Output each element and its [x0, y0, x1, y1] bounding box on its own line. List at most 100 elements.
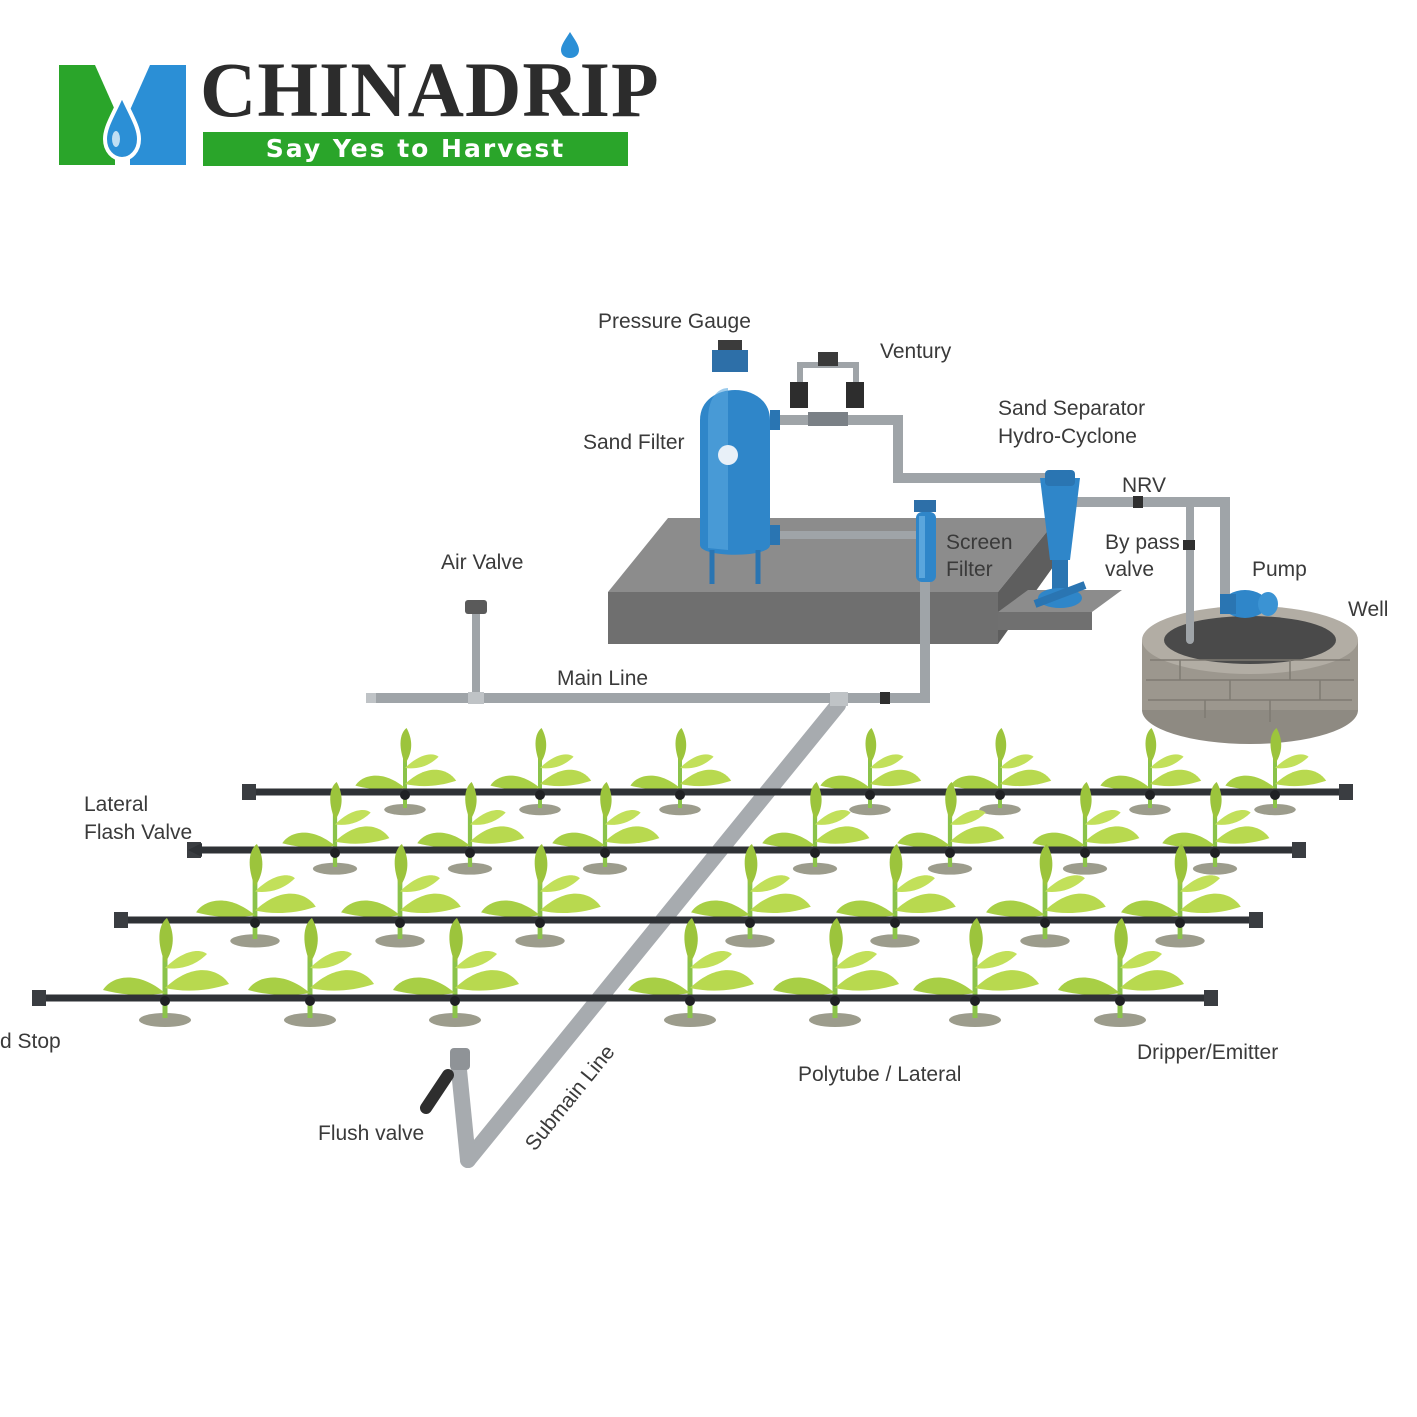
label-lateral: Lateral	[84, 793, 149, 816]
dripper-emitter	[250, 918, 260, 928]
label-dripper: Dripper/Emitter	[1137, 1041, 1279, 1064]
plant-icon	[481, 844, 601, 948]
plant-leaf	[1085, 826, 1140, 844]
label-ventury: Ventury	[880, 340, 952, 363]
plant-icon	[341, 844, 461, 948]
supply-pipes	[367, 415, 1230, 1168]
label-bypass-line1: By pass	[1105, 531, 1180, 554]
plant-leaf	[1174, 844, 1188, 887]
lateral-row	[242, 728, 1353, 816]
plant-leaf	[1275, 769, 1327, 787]
soil-patch	[809, 1013, 861, 1027]
plant-leaf	[628, 977, 690, 995]
plant-leaf	[810, 782, 822, 821]
plant-icon	[762, 782, 870, 875]
sand-filter-tank	[700, 340, 780, 584]
plant-leaf	[995, 728, 1007, 764]
dripper-emitter	[450, 996, 460, 1006]
dripper-emitter	[675, 790, 685, 800]
dripper-emitter	[945, 848, 955, 858]
plant-leaf	[490, 775, 540, 790]
plant-icon	[628, 918, 754, 1027]
plant-leaf	[335, 810, 371, 825]
dripper-emitter	[600, 848, 610, 858]
plant-leaf	[815, 810, 851, 825]
label-air-valve: Air Valve	[441, 551, 524, 574]
plant-icon	[417, 782, 525, 875]
plant-leaf	[470, 826, 525, 844]
screen-filter	[914, 500, 936, 582]
plant-leaf	[449, 918, 463, 963]
plant-leaf	[950, 810, 986, 825]
label-flush-valve: Flush valve	[318, 1122, 425, 1145]
well-icon	[1142, 606, 1358, 744]
soil-patch	[375, 934, 425, 948]
soil-patch	[515, 934, 565, 948]
tagline-text: Say Yes to Harvest	[265, 134, 566, 163]
dripper-emitter	[890, 918, 900, 928]
soil-patch	[139, 1013, 191, 1027]
plant-icon	[950, 728, 1052, 816]
end-stop-cap	[242, 784, 256, 800]
label-end-stop: d Stop	[0, 1030, 61, 1053]
plant-icon	[691, 844, 811, 948]
dripper-emitter	[830, 996, 840, 1006]
plant-leaf	[865, 728, 877, 764]
plant-leaf	[455, 970, 519, 991]
dripper-emitter	[160, 996, 170, 1006]
soil-patch	[927, 862, 973, 875]
hydro-cyclone	[1033, 470, 1087, 608]
plant-leaf	[196, 900, 255, 918]
plant-leaf	[870, 754, 904, 769]
plant-icon	[773, 918, 899, 1027]
label-pressure-gauge: Pressure Gauge	[598, 310, 751, 333]
plant-leaf	[255, 875, 295, 892]
plant-leaf	[282, 832, 335, 848]
label-sand-separator: Sand Separator	[998, 397, 1146, 420]
dripper-emitter	[330, 848, 340, 858]
plant-leaf	[1100, 775, 1150, 790]
plant-leaf	[540, 769, 592, 787]
plant-leaf	[690, 950, 732, 969]
plant-leaf	[975, 970, 1039, 991]
soil-patch	[1155, 934, 1205, 948]
dripper-emitter	[305, 996, 315, 1006]
lateral-row	[187, 782, 1306, 875]
soil-patch	[312, 862, 358, 875]
plant-leaf	[895, 875, 935, 892]
plant-icon	[196, 844, 316, 948]
dripper-emitter	[1145, 790, 1155, 800]
soil-patch	[949, 1013, 1001, 1027]
plant-icon	[630, 728, 732, 816]
soil-patch	[284, 1013, 336, 1027]
plant-leaf	[1270, 728, 1282, 764]
plant-leaf	[600, 782, 612, 821]
plant-icon	[820, 728, 922, 816]
plant-leaf	[341, 900, 400, 918]
soil-patch	[1254, 804, 1296, 816]
plant-icon	[1225, 728, 1327, 816]
plant-leaf	[405, 754, 439, 769]
plant-icon	[103, 918, 229, 1027]
soil-patch	[659, 804, 701, 816]
dripper-emitter	[970, 996, 980, 1006]
plant-leaf	[870, 769, 922, 787]
plant-leaf	[470, 810, 506, 825]
plant-icon	[552, 782, 660, 875]
plant-leaf	[1210, 782, 1222, 821]
plant-leaf	[540, 893, 601, 913]
drop-accent-icon	[561, 32, 579, 58]
plant-leaf	[773, 977, 835, 995]
plant-leaf	[535, 728, 547, 764]
plant-icon	[355, 728, 457, 816]
plant-leaf	[762, 832, 815, 848]
plant-leaf	[1180, 893, 1241, 913]
plant-leaf	[675, 728, 687, 764]
plant-leaf	[310, 950, 352, 969]
plant-leaf	[455, 950, 497, 969]
plant-leaf	[750, 875, 790, 892]
plant-leaf	[1225, 775, 1275, 790]
label-pump: Pump	[1252, 558, 1307, 581]
plant-leaf	[744, 844, 758, 887]
plant-leaf	[950, 826, 1005, 844]
